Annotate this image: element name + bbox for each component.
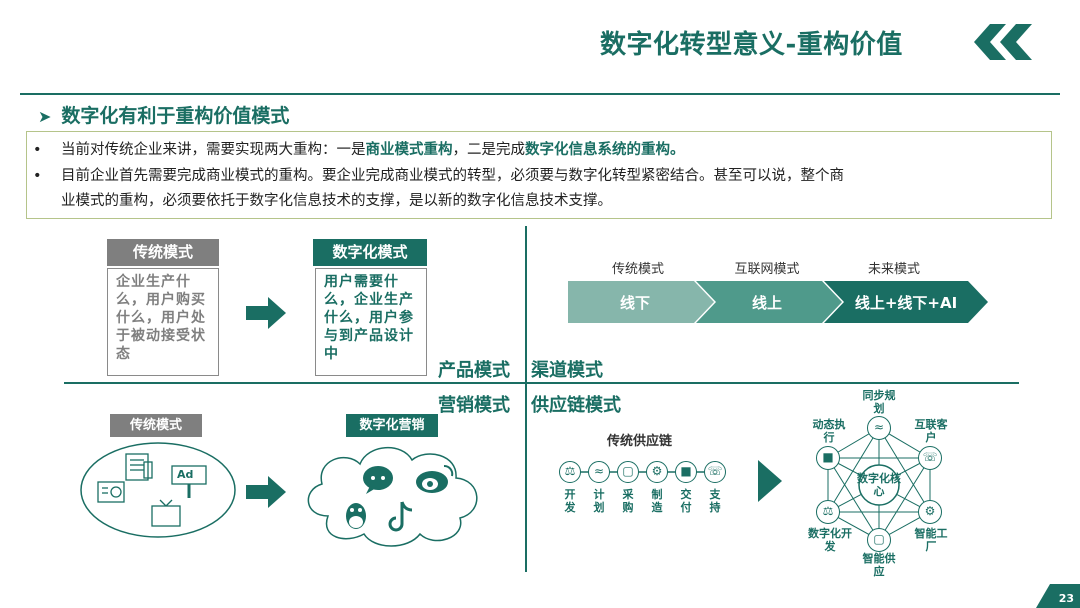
supply-step-label: 开发 [564, 488, 576, 514]
channel-stage-arrow [696, 281, 842, 323]
highlight-text: 商业模式重构 [365, 142, 453, 158]
bullet-text: 业模式的重构，必须要依托于数字化信息技术的支撑，是以新的数字化信息技术支撑。 [61, 193, 612, 209]
quadrant-vertical-divider [525, 226, 527, 572]
traditional-supply-title: 传统供应链 [607, 434, 673, 449]
product-model-label: 产品模式 [438, 360, 510, 381]
play-arrow-icon [758, 460, 782, 502]
supply-step-label: 制造 [651, 488, 663, 514]
hub-node-label: 数字化开发 [808, 527, 852, 553]
traditional-model-badge: 传统模式 [107, 239, 219, 266]
traditional-marketing-badge: 传统模式 [110, 414, 202, 437]
channel-stage-caption: 互联网模式 [734, 262, 800, 277]
wechat-icon [363, 466, 393, 494]
weibo-icon [416, 465, 454, 493]
channel-stage-arrow [568, 281, 714, 323]
section-title-text: 数字化有利于重构价值模式 [61, 105, 290, 127]
traditional-model-card: 企业生产什么，用户购买什么，用户处于被动接受状态 [107, 268, 219, 376]
traditional-media-ellipse [80, 442, 236, 538]
ad-text: Ad [177, 468, 194, 481]
bullet-text: 目前企业首先需要完成商业模式的重构。要企业完成商业模式的转型，必须要与数字化转型… [61, 168, 844, 184]
channel-stage-arrow [824, 281, 988, 323]
qq-icon [346, 503, 366, 529]
tv-icon [151, 499, 181, 527]
digital-marketing-badge: 数字化营销 [346, 414, 438, 437]
gear-icon: ⚙ [918, 500, 942, 524]
arrow-right-icon: ➤ [38, 107, 52, 126]
header-divider [20, 93, 1060, 95]
truck-icon: ■ [675, 461, 697, 483]
tiktok-icon [388, 501, 413, 532]
headset-icon: ☏ [704, 461, 726, 483]
wave-icon: ≈ [867, 416, 891, 440]
truck-icon: ■ [816, 446, 840, 470]
hub-center-label: 数字化核心 [857, 472, 901, 498]
page-number-badge [1036, 584, 1080, 608]
flask-icon: ⚖ [559, 461, 581, 483]
billboard-icon [171, 465, 207, 498]
hub-node-label: 智能工厂 [914, 527, 948, 553]
headset-icon: ☏ [918, 446, 942, 470]
digital-supply-network [827, 427, 931, 541]
hub-node-label: 互联客户 [914, 418, 948, 444]
supply-step-label: 交付 [680, 488, 692, 514]
box-icon: ▢ [867, 528, 891, 552]
page-title: 数字化转型意义-重构价值 [600, 30, 903, 60]
arrow-right-icon [246, 476, 286, 508]
quadrant-horizontal-divider [64, 382, 1019, 384]
bullet-text: ，二是完成 [452, 142, 526, 158]
bullet-item: • 当前对传统企业来讲，需要实现两大重构：一是商业模式重构，二是完成数字化信息系… [33, 142, 685, 158]
marketing-model-label: 营销模式 [438, 395, 510, 416]
supply-model-label: 供应链模式 [531, 395, 621, 416]
digital-media-cloud [307, 446, 478, 547]
chevron-left-icon [974, 24, 1032, 60]
newspaper-icon [125, 453, 153, 481]
box-icon: ▢ [617, 461, 639, 483]
highlight-text: 数字化信息系统的重构。 [525, 142, 685, 158]
hub-node-label: 动态执行 [812, 418, 846, 444]
channel-stage-text: 线下 [619, 294, 650, 312]
bullet-text: 当前对传统企业来讲，需要实现两大重构：一是 [61, 142, 366, 158]
arrow-right-icon [246, 297, 286, 329]
flask-icon: ⚖ [816, 500, 840, 524]
radio-icon [97, 481, 125, 503]
page-number: 23 [1058, 592, 1074, 605]
supply-step-label: 支持 [709, 488, 721, 514]
gear-icon: ⚙ [646, 461, 668, 483]
wave-icon: ≈ [588, 461, 610, 483]
hub-node-label: 智能供应 [862, 552, 896, 578]
digital-model-card: 用户需要什么，企业生产什么，用户参与到产品设计中 [315, 268, 427, 376]
hub-node-label: 同步规划 [862, 389, 896, 415]
section-title: ➤ 数字化有利于重构价值模式 [38, 101, 289, 128]
digital-model-badge: 数字化模式 [313, 239, 427, 266]
channel-stage-caption: 传统模式 [611, 262, 664, 277]
channel-stage-caption: 未来模式 [867, 262, 920, 277]
bullet-box: • 当前对传统企业来讲，需要实现两大重构：一是商业模式重构，二是完成数字化信息系… [26, 131, 1052, 219]
supply-step-label: 计划 [593, 488, 605, 514]
supply-step-label: 采购 [622, 488, 634, 514]
channel-progression-arrows [568, 281, 988, 323]
channel-model-label: 渠道模式 [531, 360, 603, 381]
channel-stage-text: 线上+线下+AI [854, 294, 958, 312]
bullet-item: • 目前企业首先需要完成商业模式的重构。要企业完成商业模式的转型，必须要与数字化… [33, 164, 1043, 214]
channel-stage-text: 线上 [751, 294, 782, 312]
